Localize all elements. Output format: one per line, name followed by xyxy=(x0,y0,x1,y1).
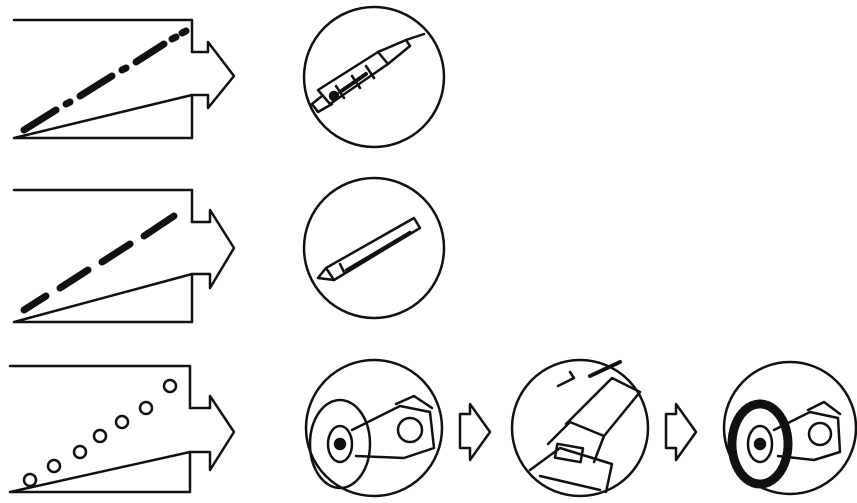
arrow-right-icon xyxy=(190,208,236,290)
arrow-right-icon xyxy=(664,402,698,462)
grinding-wheel-icon xyxy=(308,394,436,490)
tool-circle-3c xyxy=(722,360,857,496)
tool-circle-3a xyxy=(304,358,444,498)
arrow-right-icon xyxy=(188,394,236,472)
wire-brush-wheel-icon xyxy=(727,399,842,489)
arrow-right-icon xyxy=(458,402,492,462)
dash-dot-line xyxy=(20,27,190,134)
pattern-panel-dashed xyxy=(12,188,194,324)
hole-dots xyxy=(22,378,178,488)
row-1 xyxy=(12,5,446,149)
pattern-panel-holes xyxy=(8,364,192,494)
row-2 xyxy=(12,176,446,324)
chisel-blade-icon xyxy=(316,216,422,282)
tool-circle-3b xyxy=(510,358,650,498)
pen-marker-icon xyxy=(310,32,426,114)
tool-circle-1 xyxy=(302,5,446,149)
hand-grip-press-icon xyxy=(528,360,642,494)
dashed-line xyxy=(20,212,178,314)
arrow-right-icon xyxy=(190,40,236,110)
tool-circle-2 xyxy=(302,176,446,320)
row-3 xyxy=(8,358,857,498)
pattern-panel-dash-dot xyxy=(12,18,194,140)
